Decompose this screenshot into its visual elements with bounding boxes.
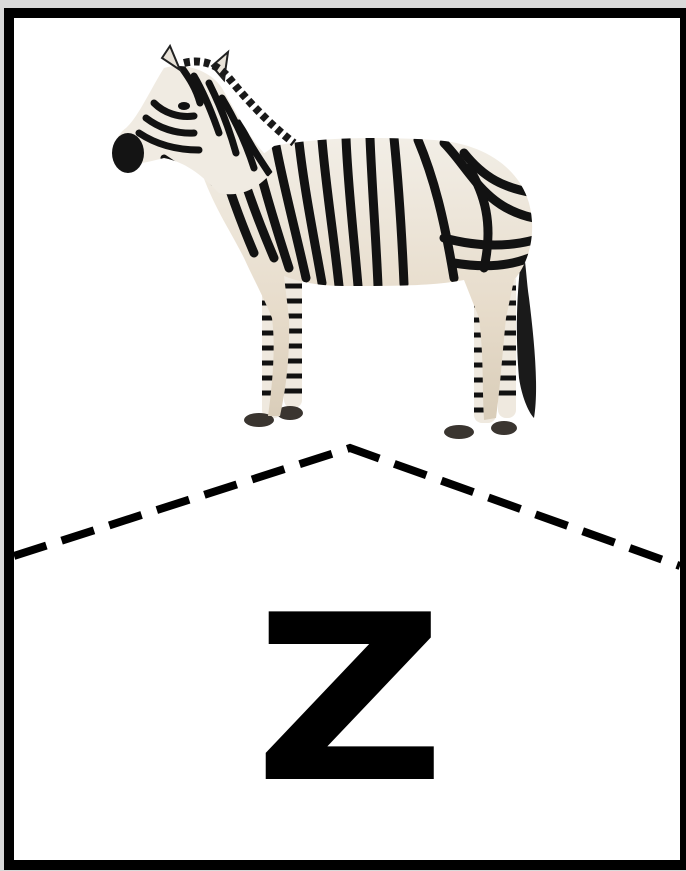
card-letter: Z <box>253 567 446 834</box>
card-art <box>14 43 680 570</box>
cut-line <box>14 443 680 570</box>
zebra-image <box>112 43 537 439</box>
letter-card: Z <box>4 8 686 870</box>
